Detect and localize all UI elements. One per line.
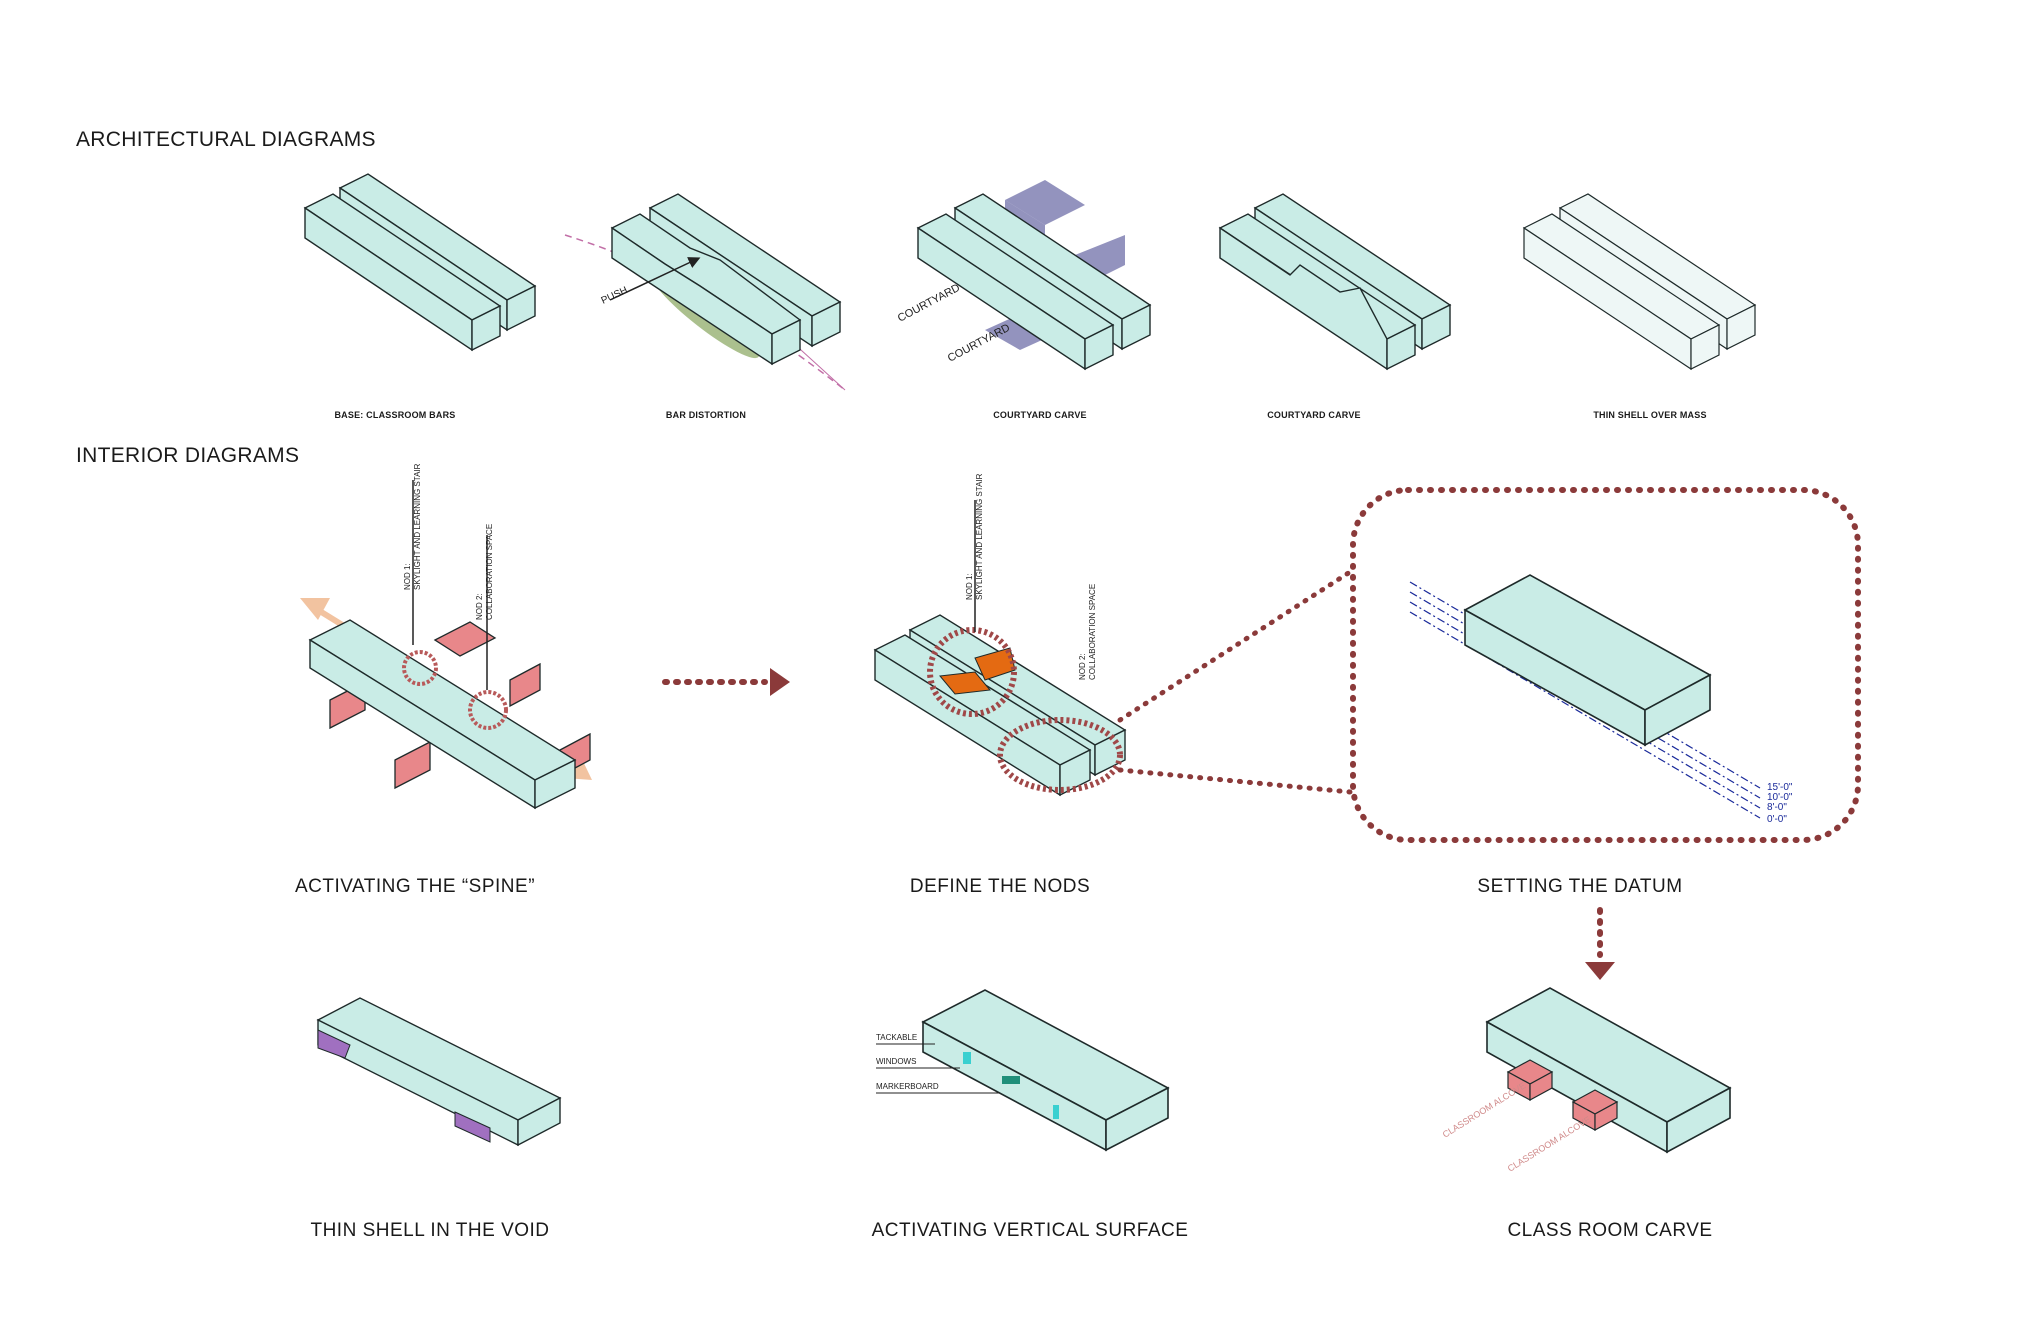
architectural-diagrams-heading: ARCHITECTURAL DIAGRAMS [76,128,376,151]
interior-diagrams-heading: INTERIOR DIAGRAMS [76,444,300,467]
caption-courtyard-carve-2: COURTYARD CARVE [1267,410,1361,420]
define-nods-diagram: NOD 1: SKYLIGHT AND LEARNING STAIR NOD 2… [873,473,1127,797]
setting-datum-diagram: 15'-0" 10'-0" 8'-0" 0'-0" [1350,487,1861,843]
classroom-alcove-label-2: CLASSROOM ALCOVE [1506,1114,1593,1173]
courtyard-label-2: COURTYARD [946,322,1012,365]
caption-courtyard-carve-1: COURTYARD CARVE [993,410,1087,420]
dotted-arrow-down [1585,907,1615,980]
courtyard-label-1: COURTYARD [896,282,962,325]
caption-activating-vertical-surface: ACTIVATING VERTICAL SURFACE [871,1220,1189,1241]
caption-base-classroom-bars: BASE: CLASSROOM BARS [334,410,456,420]
push-label: PUSH [600,285,630,307]
zoom-callout-lines [1117,569,1353,795]
spine-nod1-title: NOD 1: [403,563,412,590]
thin-shell-over-mass-diagram [1522,193,1757,371]
activating-vertical-surface-diagram: TACKABLE WINDOWS MARKERBOARD [876,989,1170,1152]
courtyard-carve-diagram-1: COURTYARD COURTYARD [896,180,1152,371]
datum-level-10: 10'-0" [1767,792,1793,803]
windows-label: WINDOWS [876,1057,916,1066]
spine-nod2-title: NOD 2: [475,593,484,620]
thin-shell-void-diagram [316,997,562,1147]
caption-activating-spine: ACTIVATING THE “SPINE” [294,876,536,897]
classroom-alcove-label-1: CLASSROOM ALCOVE [1441,1080,1528,1139]
spine-nod1-desc: SKYLIGHT AND LEARNING STAIR [413,463,422,590]
base-classroom-bars-diagram [303,173,537,352]
datum-level-15: 15'-0" [1767,782,1793,793]
classroom-carve-diagram: CLASSROOM ALCOVE CLASSROOM ALCOVE [1441,987,1732,1174]
nods-nod1-title: NOD 1: [965,573,974,600]
datum-level-8: 8'-0" [1767,802,1787,813]
bar-distortion-diagram: PUSH [564,193,846,391]
dotted-arrow-right [662,668,790,696]
caption-thin-shell-void: THIN SHELL IN THE VOID [310,1220,550,1241]
markerboard-label: MARKERBOARD [876,1082,939,1091]
spine-nod2-desc: COLLABORATION SPACE [485,524,494,620]
nods-nod1-desc: SKYLIGHT AND LEARNING STAIR [975,473,984,600]
nods-nod2-desc: COLLABORATION SPACE [1088,584,1097,680]
caption-setting-datum: SETTING THE DATUM [1477,876,1683,897]
courtyard-carve-diagram-2 [1218,193,1452,371]
activating-spine-diagram: NOD 1: SKYLIGHT AND LEARNING STAIR NOD 2… [300,463,592,810]
caption-thin-shell-over-mass: THIN SHELL OVER MASS [1593,410,1707,420]
nods-nod2-title: NOD 2: [1078,653,1087,680]
caption-classroom-carve: CLASS ROOM CARVE [1507,1220,1713,1241]
caption-bar-distortion: BAR DISTORTION [665,410,747,420]
caption-define-nods: DEFINE THE NODS [909,876,1091,897]
tackable-label: TACKABLE [876,1033,917,1042]
datum-level-0: 0'-0" [1767,814,1787,825]
